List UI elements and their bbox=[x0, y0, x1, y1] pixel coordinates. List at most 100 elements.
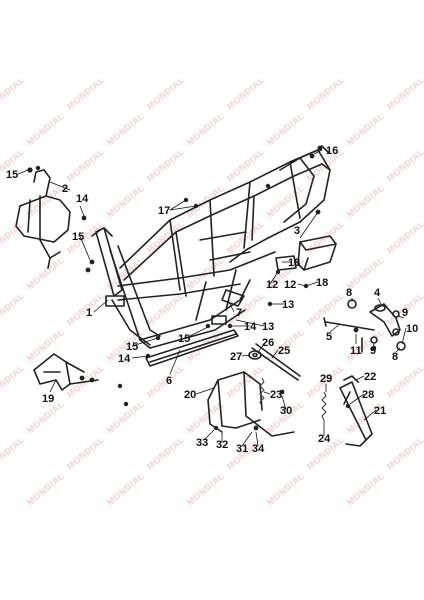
leader-line bbox=[169, 349, 181, 375]
leader-line bbox=[169, 205, 197, 211]
callout-11: 11 bbox=[350, 345, 362, 357]
callout-14: 14 bbox=[118, 353, 131, 365]
callout-19: 19 bbox=[42, 393, 54, 405]
watermark-text: MONDIAL bbox=[345, 255, 386, 292]
watermark-text: MONDIAL bbox=[0, 75, 26, 112]
watermark-text: MONDIAL bbox=[0, 363, 26, 400]
callout-7: 7 bbox=[236, 307, 242, 319]
watermark-text: MONDIAL bbox=[185, 471, 226, 508]
lever-4 bbox=[369, 303, 401, 337]
washer-27 bbox=[248, 350, 262, 360]
side-stand-21 bbox=[339, 381, 373, 447]
watermark-text: MONDIAL bbox=[0, 435, 26, 472]
front-bracket bbox=[15, 169, 71, 269]
leader-line bbox=[263, 391, 271, 395]
leader-line bbox=[227, 299, 235, 313]
leader-line bbox=[185, 325, 211, 339]
leader-line bbox=[363, 409, 377, 421]
callout-9: 9 bbox=[402, 307, 408, 319]
leader-line bbox=[93, 299, 109, 313]
leader-line bbox=[79, 235, 91, 261]
watermark-text: MONDIAL bbox=[225, 147, 266, 184]
leader-line bbox=[271, 349, 279, 359]
leader-line bbox=[255, 431, 259, 447]
leader-line bbox=[131, 355, 149, 359]
spring-23 bbox=[259, 377, 265, 407]
callout-33: 33 bbox=[196, 437, 208, 449]
leader-line bbox=[297, 283, 307, 287]
watermark-text: MONDIAL bbox=[25, 255, 66, 292]
watermark-text: MONDIAL bbox=[105, 183, 146, 220]
watermark-text: MONDIAL bbox=[105, 471, 146, 508]
watermark-text: MONDIAL bbox=[65, 435, 106, 472]
watermark-text: MONDIAL bbox=[305, 75, 346, 112]
callout-30: 30 bbox=[280, 405, 292, 417]
leader-line bbox=[49, 379, 57, 393]
callout-27: 27 bbox=[230, 351, 242, 363]
hook-22 bbox=[343, 375, 359, 383]
leader-line bbox=[257, 341, 267, 353]
watermark-text: MONDIAL bbox=[385, 75, 424, 112]
main-frame bbox=[91, 145, 331, 349]
leader-line bbox=[281, 395, 287, 411]
callout-34: 34 bbox=[252, 443, 265, 455]
bolt-5 bbox=[323, 317, 375, 331]
leader-line bbox=[313, 149, 323, 155]
watermark-text: MONDIAL bbox=[265, 111, 306, 148]
watermark-text: MONDIAL bbox=[265, 471, 306, 508]
callout-24: 24 bbox=[318, 433, 331, 445]
leader-line bbox=[355, 375, 365, 381]
watermark-text: MONDIAL bbox=[345, 111, 386, 148]
leader-line bbox=[241, 354, 251, 357]
leader-line bbox=[131, 337, 159, 347]
watermark-text: MONDIAL bbox=[185, 111, 226, 148]
callout-12: 12 bbox=[266, 279, 278, 291]
callout-13: 13 bbox=[262, 321, 274, 333]
watermark-text: MONDIAL bbox=[345, 471, 386, 508]
watermark-text: MONDIAL bbox=[385, 363, 424, 400]
rear-bracket bbox=[297, 235, 337, 271]
watermark-text: MONDIAL bbox=[185, 183, 226, 220]
callout-25: 25 bbox=[278, 345, 290, 357]
watermark-text: MONDIAL bbox=[145, 435, 186, 472]
leader-line bbox=[195, 387, 215, 395]
watermark-text: MONDIAL bbox=[145, 147, 186, 184]
callout-12: 12 bbox=[284, 279, 296, 291]
leader-line bbox=[397, 315, 405, 319]
leader-line bbox=[329, 323, 341, 333]
callout-15: 15 bbox=[72, 231, 84, 243]
callout-28: 28 bbox=[362, 389, 374, 401]
callout-14: 14 bbox=[76, 193, 89, 205]
watermark-text: MONDIAL bbox=[25, 111, 66, 148]
callout-10: 10 bbox=[406, 323, 418, 335]
watermark-text: MONDIAL bbox=[0, 291, 26, 328]
callout-1: 1 bbox=[86, 307, 92, 319]
watermark-text: MONDIAL bbox=[345, 183, 386, 220]
callout-4: 4 bbox=[374, 287, 381, 299]
callout-22: 22 bbox=[364, 371, 376, 383]
leader-line bbox=[371, 343, 375, 351]
leader-lines bbox=[17, 147, 407, 447]
watermark-text: MONDIAL bbox=[225, 75, 266, 112]
callout-16: 16 bbox=[326, 145, 338, 157]
callout-26: 26 bbox=[262, 337, 274, 349]
watermark-text: MONDIAL bbox=[25, 471, 66, 508]
callout-15: 15 bbox=[126, 341, 138, 353]
leader-line bbox=[377, 297, 383, 307]
leader-line bbox=[79, 205, 85, 217]
watermark-text: MONDIAL bbox=[145, 75, 186, 112]
leader-line bbox=[235, 319, 265, 327]
callout-18: 18 bbox=[288, 257, 300, 269]
watermark-text: MONDIAL bbox=[65, 75, 106, 112]
callout-14: 14 bbox=[244, 321, 257, 333]
watermark-text: MONDIAL bbox=[385, 219, 424, 256]
watermark-text: MONDIAL bbox=[0, 219, 26, 256]
callout-20: 20 bbox=[184, 389, 196, 401]
callout-18: 18 bbox=[316, 277, 328, 289]
callout-29: 29 bbox=[320, 373, 332, 385]
leader-line bbox=[169, 199, 187, 211]
leader-line bbox=[49, 181, 71, 191]
callout-23: 23 bbox=[270, 389, 282, 401]
